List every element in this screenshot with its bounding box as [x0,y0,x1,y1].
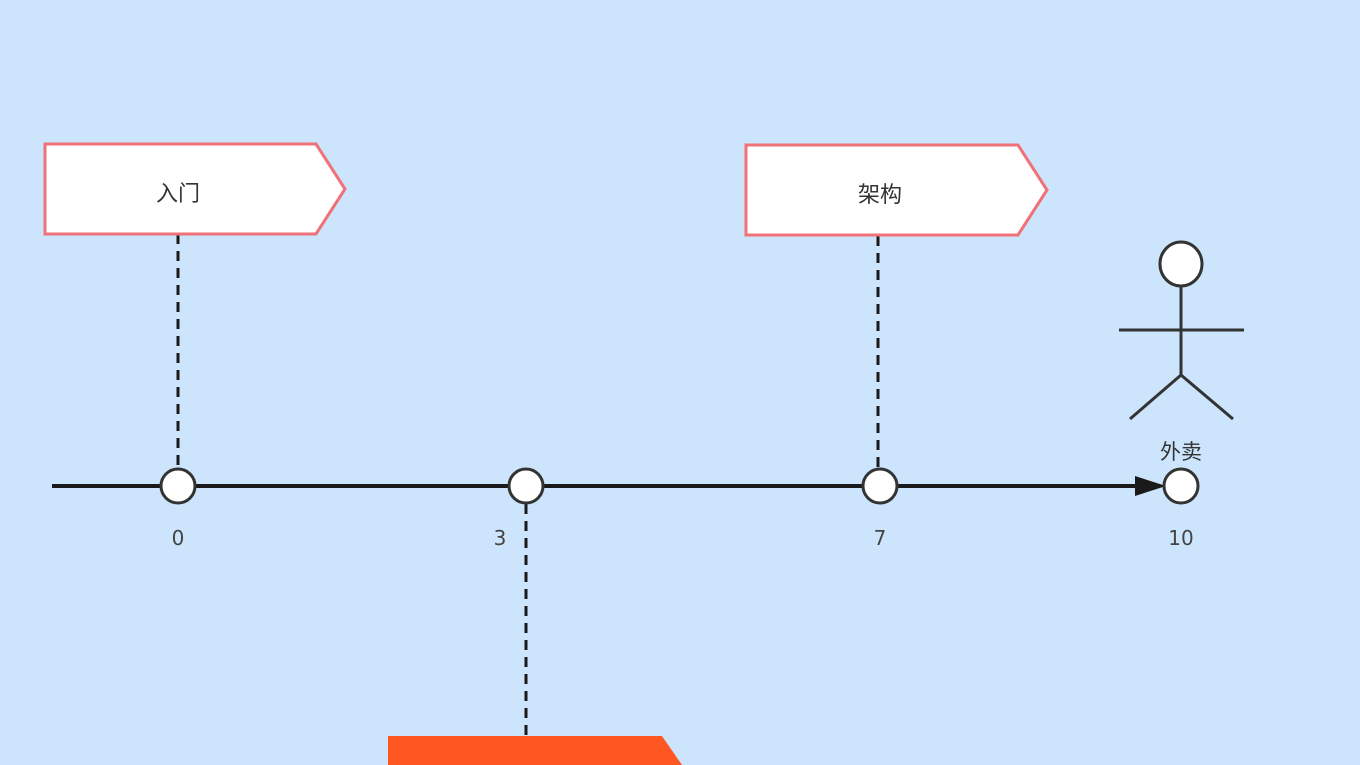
milestone-node-3 [507,467,545,505]
milestone-node-0 [159,467,197,505]
tick-label-0: 0 [171,526,185,550]
tick-label-3: 3 [493,526,507,550]
milestone-node-10 [1162,467,1200,505]
flag-intro-label: 入门 [155,182,201,207]
tick-label-10: 10 [1168,526,1194,550]
milestone-node-7 [861,467,899,505]
flag-architecture-label: 架构 [857,183,903,208]
arrow-head-icon [1135,476,1166,496]
actor-icon [1119,240,1244,421]
flag-orange [388,736,682,765]
tick-label-7: 7 [873,526,887,550]
flag-architecture [744,143,1049,237]
actor-label: 外卖 [1160,440,1202,464]
flag-intro [43,142,347,236]
